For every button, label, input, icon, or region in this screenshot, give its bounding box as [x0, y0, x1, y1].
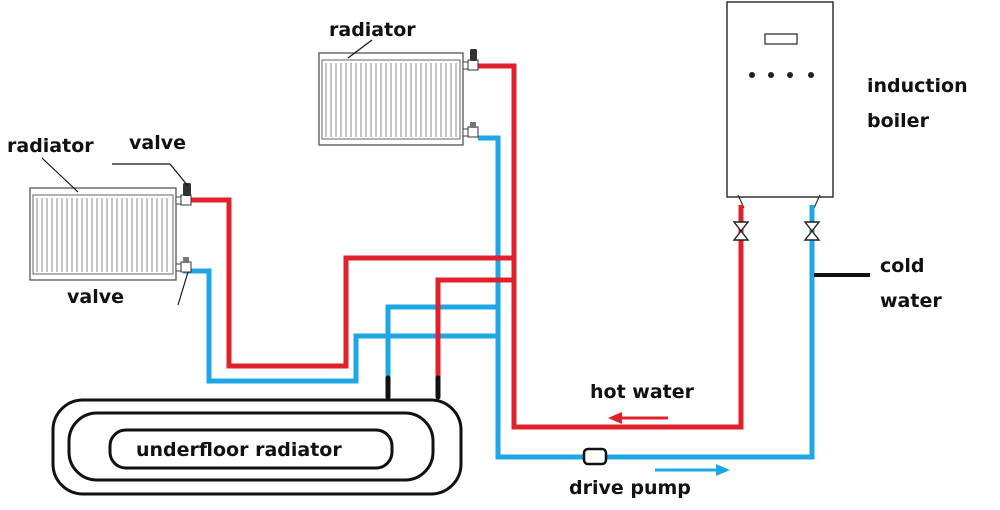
boiler-control-dot [787, 72, 793, 78]
induction-boiler [726, 1, 834, 209]
boiler-display [764, 33, 798, 45]
boiler-label-line2: boiler [867, 110, 929, 132]
radiator-left [29, 187, 183, 281]
cold-water-flow-arrow [655, 464, 730, 476]
hot-water-flow-arrow [608, 412, 668, 424]
boiler-label-line1: induction [867, 75, 968, 97]
valve-top-lower [467, 122, 479, 138]
boiler-control-dot [768, 72, 774, 78]
drive-pump-symbol [582, 447, 608, 466]
underfloor-connectors [385, 375, 441, 400]
underfloor-radiator [51, 398, 463, 496]
label-leader-lines [41, 39, 373, 306]
hot-pipe-network [189, 63, 744, 430]
radiator-top [318, 52, 470, 146]
valve-top-upper [467, 49, 479, 71]
valve-left-lower [180, 257, 192, 273]
valve-left-upper [180, 183, 192, 206]
underfloor-radiator-label: underfloor radiator [136, 439, 342, 461]
drive-pump-label: drive pump [569, 477, 691, 499]
cold-water-label-line1: cold [880, 255, 925, 277]
boiler-shutoff-valve-hot [732, 221, 750, 241]
cold-pipe-network [183, 135, 815, 460]
valve-upper-label: valve [129, 132, 186, 154]
radiator-left-label: radiator [7, 135, 94, 157]
radiator-top-label: radiator [329, 19, 416, 41]
boiler-shutoff-valve-cold [803, 221, 821, 241]
boiler-control-dot [808, 72, 814, 78]
boiler-control-dot [749, 72, 755, 78]
hot-water-label: hot water [590, 381, 694, 403]
valve-lower-label: valve [67, 286, 124, 308]
cold-water-label-line2: water [880, 290, 942, 312]
